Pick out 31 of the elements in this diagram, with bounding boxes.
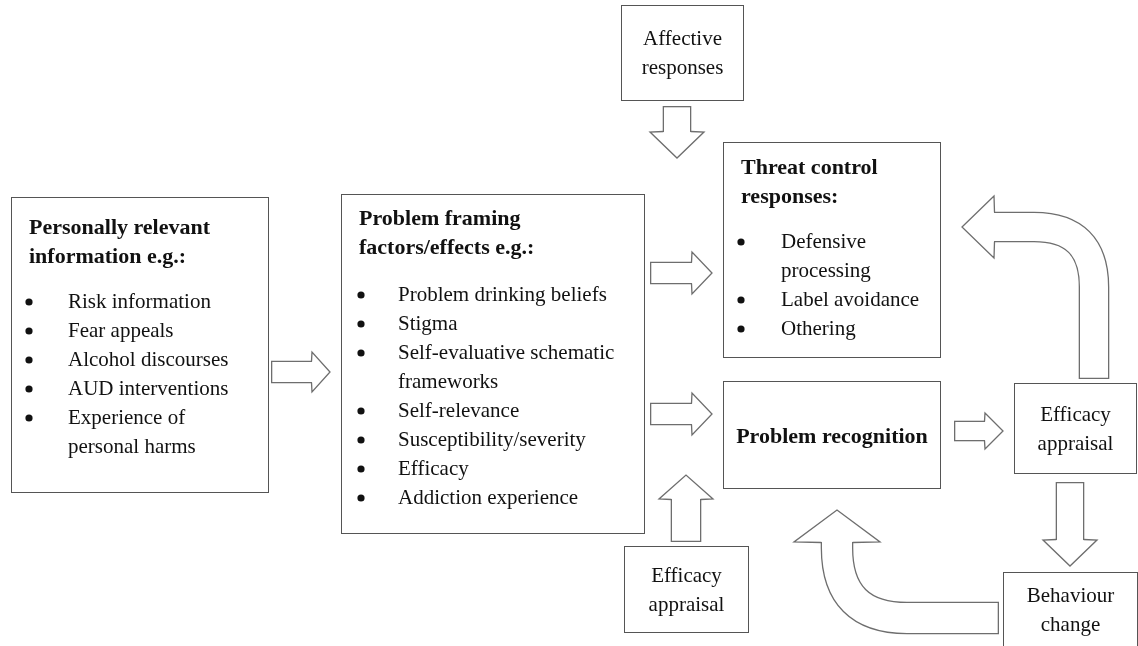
process-box [723, 381, 941, 489]
box-heading: Threat control responses: [741, 153, 879, 210]
bullet-item: Defensive processing [781, 228, 872, 284]
box-text: Efficacy appraisal [1036, 400, 1115, 457]
process-box [341, 194, 645, 534]
bullet-item: Alcohol discourses [68, 346, 230, 373]
box-text: Behaviour change [1025, 582, 1116, 638]
process-box [723, 142, 941, 358]
box-heading: Personally relevant information e.g.: [29, 213, 212, 270]
process-box [624, 546, 749, 633]
bullet-item: Stigma [398, 310, 459, 337]
bullet-item: Self-relevance [398, 397, 521, 424]
bullet-item: Self-evaluative schematic frameworks [398, 339, 616, 395]
box-text: Affective responses [640, 25, 725, 81]
bullet-item: Problem drinking beliefs [398, 281, 608, 308]
bullet-item: Fear appeals [68, 317, 175, 344]
box-heading: Problem framing factors/effects e.g.: [359, 204, 536, 261]
process-box [621, 5, 744, 101]
bullet-item: Label avoidance [781, 286, 921, 313]
bullet-item: Experience of personal harms [68, 404, 197, 460]
box-heading: Problem recognition [736, 421, 928, 450]
process-box [11, 197, 269, 493]
bullet-item: Efficacy [398, 455, 470, 482]
bullet-item: Risk information [68, 288, 212, 315]
process-box [1014, 383, 1137, 474]
box-text: Efficacy appraisal [647, 561, 726, 618]
bullet-item: Othering [781, 315, 857, 342]
bullet-item: Susceptibility/severity [398, 426, 587, 453]
bullet-item: Addiction experience [398, 484, 580, 511]
bullet-item: AUD interventions [68, 375, 230, 402]
process-box [1003, 572, 1138, 646]
